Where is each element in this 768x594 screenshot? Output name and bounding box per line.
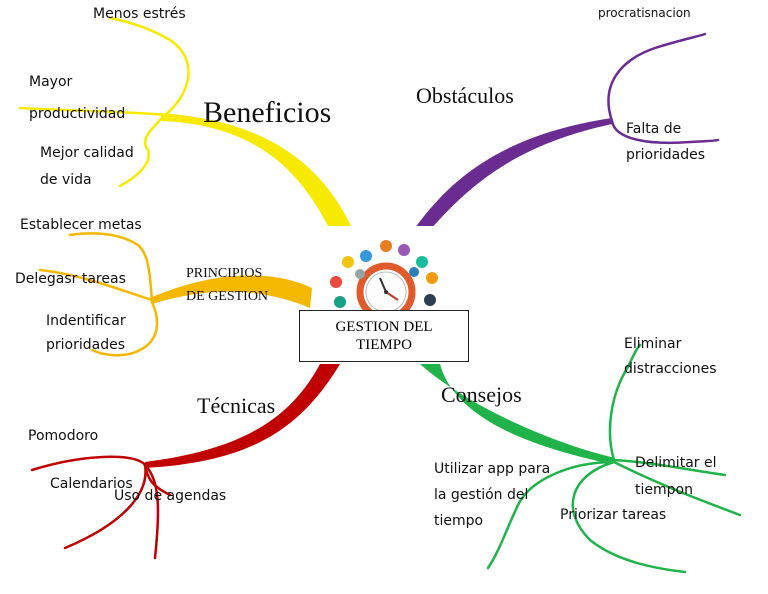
leaf-establecer-metas: Establecer metas	[20, 217, 142, 233]
clock-center-dot	[384, 290, 388, 294]
deco-icon-6	[330, 276, 342, 288]
beneficios-twig-menos	[108, 16, 190, 117]
leaf-distracciones: distracciones	[624, 361, 717, 377]
deco-icon-2	[360, 250, 372, 262]
leaf-procrastinacion: procratisnacion	[598, 6, 691, 20]
obstaculos-twig-procra	[607, 32, 707, 123]
branch-beneficios-lines	[18, 16, 352, 230]
obstaculos-twig-falta	[610, 119, 720, 145]
leaf-eliminar: Eliminar	[624, 336, 682, 352]
consejos-twig-app	[486, 460, 616, 570]
leaf-tiempo: tiempo	[434, 513, 484, 529]
deco-icon-3	[380, 240, 392, 252]
deco-icon-4	[398, 244, 410, 256]
leaf-pomodoro: Pomodoro	[28, 428, 99, 444]
beneficios-twig-mayor	[18, 106, 167, 117]
leaf-calendarios: Calendarios	[50, 476, 133, 492]
branch-tecnicas-lines	[30, 364, 340, 560]
leaf-productividad: productividad	[29, 106, 126, 122]
consejos-twig-delimitar	[612, 458, 727, 477]
leaf-utilizar-app: Utilizar app para	[434, 461, 551, 477]
leaf-mayor: Mayor	[29, 74, 73, 90]
leaf-gestion-del: la gestión del	[434, 487, 529, 503]
branch-label-beneficios: Beneficios	[203, 96, 332, 129]
leaf-priorizar-tareas: Priorizar tareas	[560, 507, 667, 523]
deco-icon-8	[424, 294, 436, 306]
leaf-identificar: Indentificar	[46, 313, 126, 329]
clock-hand-minute	[385, 291, 399, 301]
branch-label-principios: PRINCIPIOS DE GESTION	[186, 266, 269, 305]
consejos-twig-priorizar	[571, 460, 687, 574]
leaf-tiempon: tiempon	[635, 482, 693, 498]
leaf-prioridades-pri: prioridades	[46, 337, 126, 353]
branch-label-consejos: Consejos	[441, 382, 522, 407]
deco-icon-9	[334, 296, 346, 308]
branch-principios-lines	[38, 232, 312, 357]
principios-twig-delegar	[38, 268, 154, 302]
leaf-delegar-tareas: Delegasr tareas	[15, 271, 126, 287]
beneficios-main-branch	[160, 113, 352, 230]
principios-main-branch	[150, 275, 312, 308]
deco-icon-1	[342, 256, 354, 268]
tecnicas-twig-extra	[143, 463, 172, 497]
obstaculos-main-branch	[415, 118, 612, 230]
principios-twig-identificar	[90, 300, 159, 357]
branch-label-obstaculos: Obstáculos	[416, 83, 514, 108]
leaf-menos-estres: Menos estrés	[93, 6, 186, 22]
consejos-twig-eliminar	[608, 343, 642, 462]
principios-twig-metas	[68, 232, 154, 302]
leaf-prioridades-obs: prioridades	[626, 147, 706, 163]
center-illustration	[318, 226, 446, 322]
beneficios-twig-mejor	[118, 113, 167, 188]
consejos-twig-extra	[612, 460, 742, 517]
deco-icon-10	[355, 269, 365, 279]
leaf-falta-de: Falta de	[626, 121, 682, 137]
tecnicas-twig-agendas	[143, 463, 160, 560]
branch-consejos-lines	[420, 343, 742, 574]
deco-icon-5	[416, 256, 428, 268]
tecnicas-twig-calendarios	[63, 463, 147, 550]
center-title: GESTION DEL TIEMPO	[299, 310, 469, 362]
leaf-delimitar: Delimitar el	[635, 455, 717, 471]
consejos-main-branch	[420, 364, 615, 464]
deco-icon-11	[409, 267, 419, 277]
leaf-de-vida: de vida	[40, 172, 92, 188]
deco-icon-7	[426, 272, 438, 284]
leaf-mejor-calidad: Mejor calidad	[40, 145, 134, 161]
leaf-uso-agendas: Uso de agendas	[114, 488, 227, 504]
branch-obstaculos-lines	[415, 32, 720, 230]
clock-hand-hour	[379, 277, 387, 293]
branch-label-tecnicas: Técnicas	[197, 393, 276, 418]
tecnicas-twig-pomodoro	[30, 455, 147, 472]
tecnicas-main-branch	[145, 364, 340, 468]
